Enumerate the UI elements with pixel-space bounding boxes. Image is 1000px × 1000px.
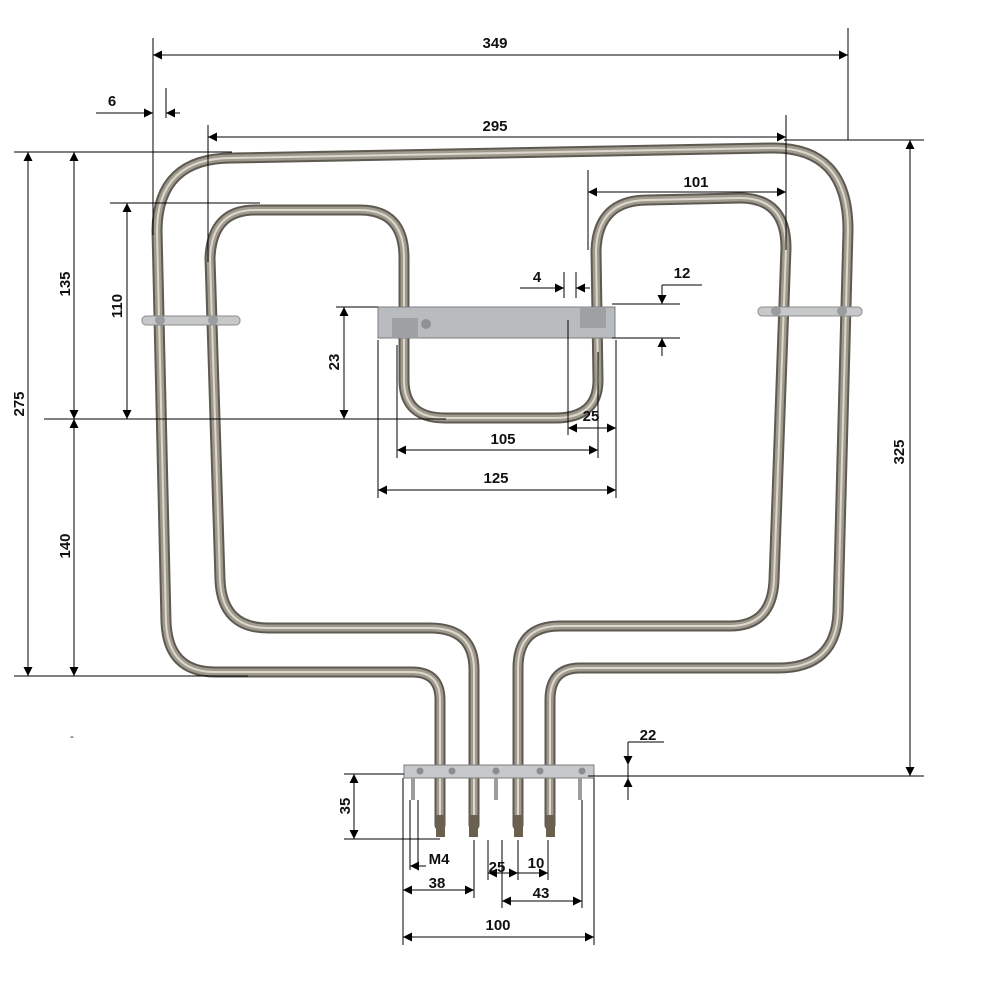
mounting-plate — [377, 306, 616, 339]
label-thread: M4 — [429, 851, 450, 868]
label-overall-width: 349 — [482, 35, 507, 52]
label-left-inner-height: 110 — [109, 294, 126, 318]
label-center-right-offset: 25 — [583, 408, 600, 425]
terminal-pins — [411, 778, 582, 837]
dimension-labels: 349 6 295 101 4 12 135 110 275 140 23 25… — [11, 35, 908, 934]
label-inner-loop-width: 295 — [482, 118, 507, 135]
label-terminal-offset: 22 — [640, 727, 657, 744]
dimension-lines — [14, 28, 924, 945]
label-terminal-length: 35 — [337, 798, 354, 815]
label-left-lower-height: 140 — [57, 533, 74, 558]
terminal-bracket — [403, 764, 595, 779]
label-plate-width: 125 — [483, 470, 508, 487]
label-gap-small: 4 — [533, 269, 542, 286]
label-side-offset: 6 — [108, 93, 116, 110]
inner-tube-loop — [204, 192, 792, 831]
label-right-loop-width: 101 — [683, 174, 708, 191]
label-overall-height: 325 — [891, 439, 908, 464]
label-terminal-spacing-left: 38 — [429, 875, 446, 892]
label-plate-height: 12 — [674, 265, 691, 282]
heating-tube-group — [151, 142, 854, 831]
label-bracket-width: 100 — [485, 917, 510, 934]
dash-mark: - — [70, 731, 74, 743]
outer-tube-loop — [151, 142, 854, 831]
label-terminal-spacing-center: 25 — [489, 859, 506, 876]
label-left-total-height: 275 — [11, 391, 28, 416]
label-terminal-spacing-pair: 10 — [528, 855, 545, 872]
label-terminal-spacing-right: 43 — [533, 885, 550, 902]
right-side-bracket — [757, 306, 863, 317]
label-center-loop-depth: 23 — [326, 354, 343, 371]
left-side-bracket — [141, 315, 241, 326]
label-left-height-upper: 135 — [57, 271, 74, 296]
label-center-loop-width: 105 — [490, 431, 515, 448]
